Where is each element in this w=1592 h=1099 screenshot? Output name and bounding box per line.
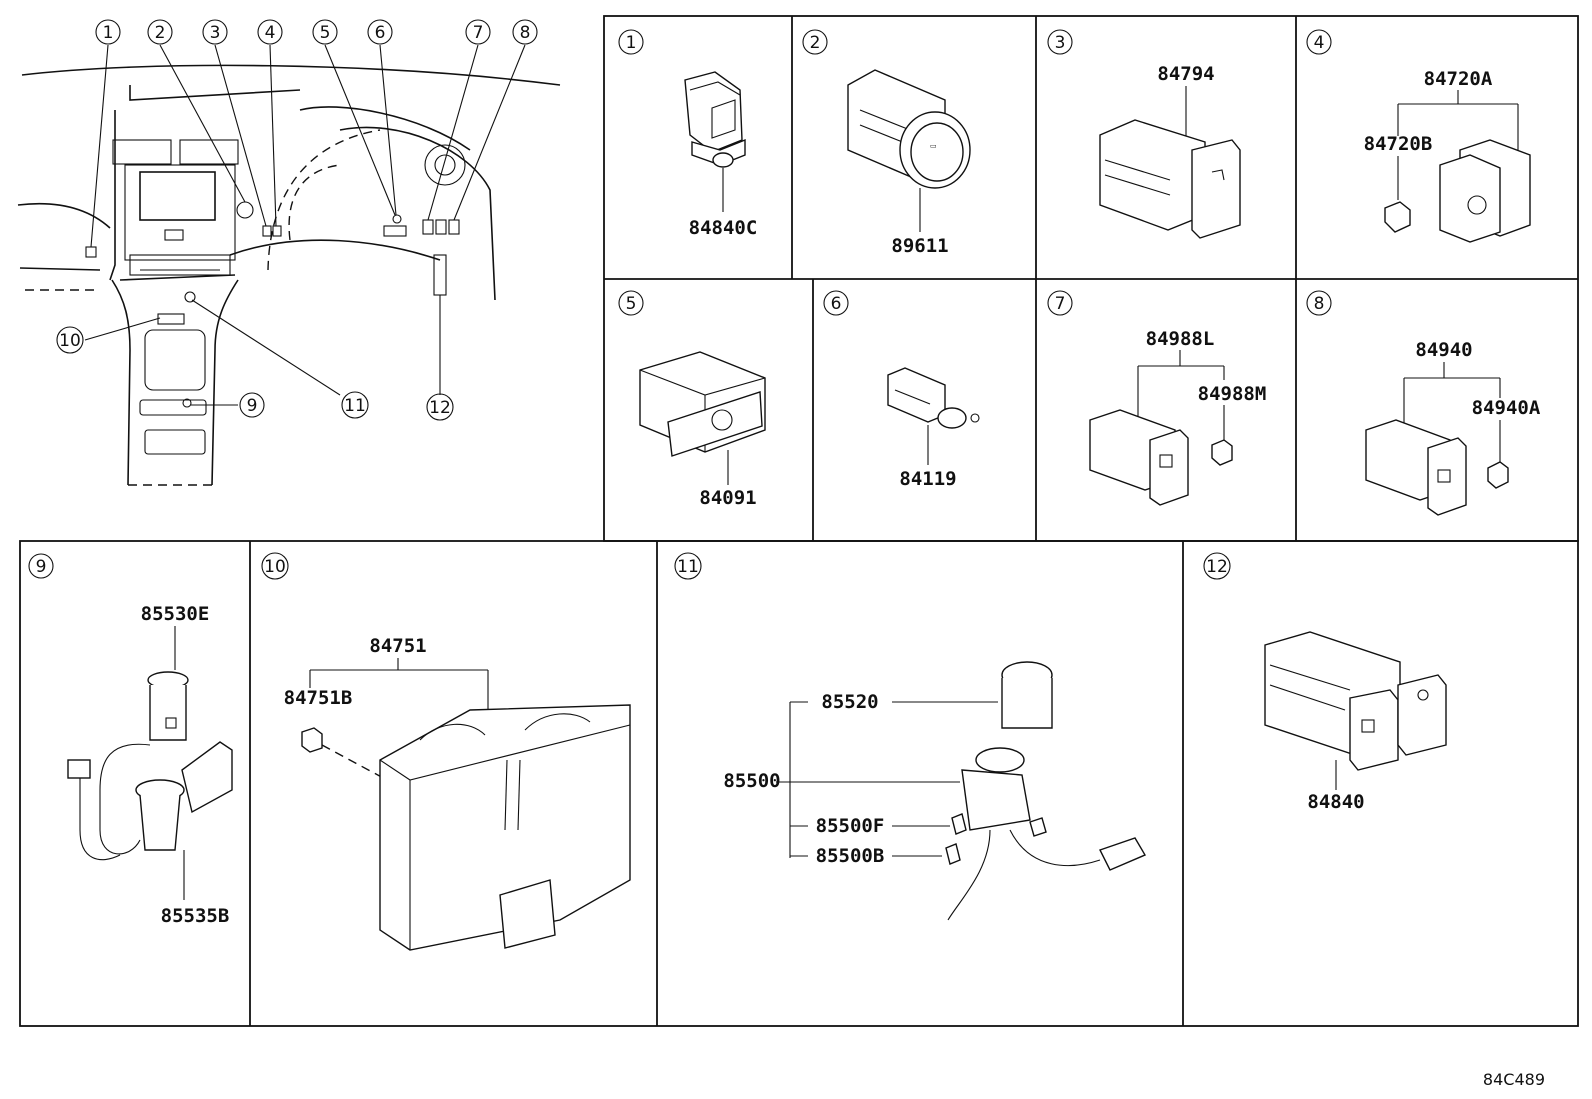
part-84720B: 84720B <box>1364 133 1433 155</box>
panel-6-part-drawing <box>887 367 980 465</box>
svg-text:11: 11 <box>344 396 366 416</box>
panel-6-number: 6 <box>823 290 849 316</box>
svg-text:12: 12 <box>1206 557 1228 577</box>
svg-text:5: 5 <box>626 294 637 314</box>
part-85500: 85500 <box>723 770 780 792</box>
svg-text:2: 2 <box>155 23 166 43</box>
panel-4-number: 4 <box>1306 29 1332 55</box>
part-85535B: 85535B <box>161 905 230 927</box>
callout-2: 2 <box>147 19 173 45</box>
callout-6: 6 <box>367 19 393 45</box>
panel-8-number: 8 <box>1306 290 1332 316</box>
panel-2-number: 2 <box>802 29 828 55</box>
panel-11-number: 11 <box>674 552 702 580</box>
part-85530E: 85530E <box>141 603 210 625</box>
panel-5-part-drawing <box>639 351 766 485</box>
panel-10-part-drawing: 84751 84751B <box>284 635 631 951</box>
callout-11: 11 <box>341 391 369 419</box>
svg-text:4: 4 <box>1314 33 1325 53</box>
part-84840C: 84840C <box>689 217 758 239</box>
callout-9: 9 <box>239 392 265 418</box>
svg-text:3: 3 <box>210 23 221 43</box>
diagram-code: 84C489 <box>1483 1070 1545 1089</box>
callout-3: 3 <box>202 19 228 45</box>
svg-text:7: 7 <box>473 23 484 43</box>
svg-text:2: 2 <box>810 33 821 53</box>
svg-text:6: 6 <box>375 23 386 43</box>
svg-text:11: 11 <box>677 557 699 577</box>
part-84091: 84091 <box>699 487 756 509</box>
part-84988M: 84988M <box>1198 383 1267 405</box>
start-stop-glyph: ▭ <box>930 142 937 150</box>
callout-12: 12 <box>426 393 454 421</box>
overview-leaders <box>84 44 526 406</box>
panel-10-number: 10 <box>261 552 289 580</box>
panel-12-part-drawing <box>1264 631 1447 790</box>
part-84751: 84751 <box>369 635 426 657</box>
callout-5: 5 <box>312 19 338 45</box>
part-84940: 84940 <box>1415 339 1472 361</box>
svg-text:3: 3 <box>1055 33 1066 53</box>
svg-text:7: 7 <box>1055 294 1066 314</box>
svg-text:9: 9 <box>247 396 258 416</box>
panel-5-number: 5 <box>618 290 644 316</box>
svg-text:12: 12 <box>429 398 451 418</box>
panel-9-number: 9 <box>28 553 54 579</box>
part-84720A: 84720A <box>1424 68 1493 90</box>
panel-2-part-drawing: ▭ <box>847 69 971 232</box>
part-84940A: 84940A <box>1472 397 1541 419</box>
part-85520: 85520 <box>821 691 878 713</box>
panel-3-part-drawing: 84794 <box>1099 63 1241 239</box>
panel-numbers: 1 2 3 4 5 6 7 8 9 10 11 12 <box>28 29 1332 580</box>
svg-text:8: 8 <box>520 23 531 43</box>
panel-3-number: 3 <box>1047 29 1073 55</box>
part-84840: 84840 <box>1307 791 1364 813</box>
callout-10: 10 <box>56 326 84 354</box>
overview-callouts: 1 2 3 4 5 6 7 8 9 10 11 12 <box>56 19 538 421</box>
part-85500B: 85500B <box>816 845 885 867</box>
svg-text:1: 1 <box>626 33 637 53</box>
panel-7-number: 7 <box>1047 290 1073 316</box>
svg-text:9: 9 <box>36 557 47 577</box>
part-84119: 84119 <box>899 468 956 490</box>
callout-4: 4 <box>257 19 283 45</box>
part-89611: 89611 <box>891 235 948 257</box>
panel-8-part-drawing: 84940 84940A <box>1365 339 1541 516</box>
svg-text:10: 10 <box>264 557 286 577</box>
panel-grid <box>19 15 1579 1027</box>
panel-1-part-drawing <box>684 71 746 212</box>
svg-text:8: 8 <box>1314 294 1325 314</box>
svg-text:6: 6 <box>831 294 842 314</box>
part-85500F: 85500F <box>816 815 885 837</box>
callout-1: 1 <box>95 19 121 45</box>
dashboard-overview <box>17 64 561 486</box>
svg-text:1: 1 <box>103 23 114 43</box>
svg-text:10: 10 <box>59 331 81 351</box>
panel-12-number: 12 <box>1203 552 1231 580</box>
part-84751B: 84751B <box>284 687 353 709</box>
panel-11-part-drawing: 85520 85500 85500F 85500B <box>723 661 1147 921</box>
svg-text:5: 5 <box>320 23 331 43</box>
panel-7-part-drawing: 84988L 84988M <box>1089 328 1267 506</box>
part-84988L: 84988L <box>1146 328 1215 350</box>
svg-text:4: 4 <box>265 23 276 43</box>
panel-4-part-drawing: 84720A 84720B <box>1364 68 1531 243</box>
callout-8: 8 <box>512 19 538 45</box>
callout-7: 7 <box>465 19 491 45</box>
part-84794: 84794 <box>1157 63 1214 85</box>
panel-9-part-drawing: 85530E <box>67 603 233 900</box>
panel-1-number: 1 <box>618 29 644 55</box>
